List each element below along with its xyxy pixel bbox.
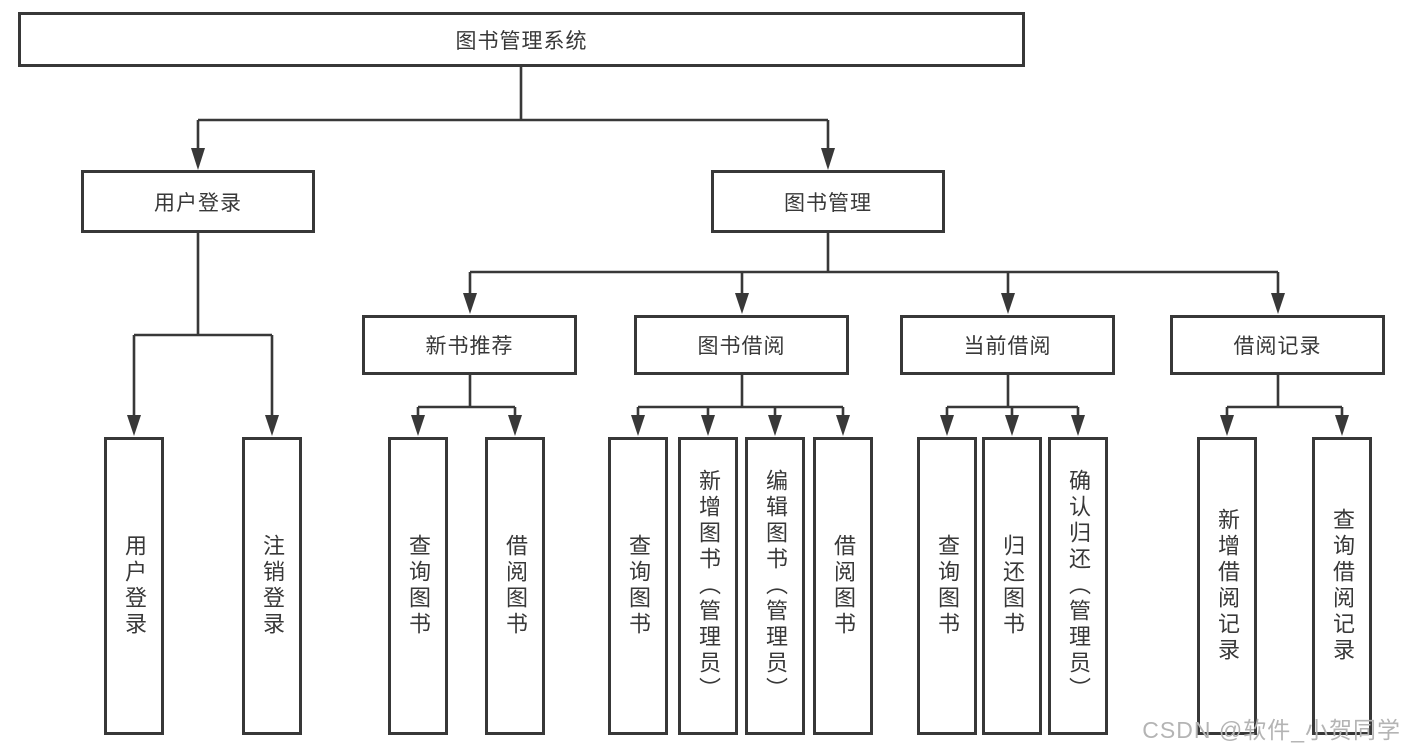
node-book-borrowing: 图书借阅 [634,315,849,375]
leaf-borrow-books-label: 借阅图书 [831,534,856,638]
leaf-edit-books-admin-label: 编辑图书（管理员） [763,469,788,703]
node-borrowing-records-label: 借阅记录 [1233,335,1322,358]
leaf-borrow-books: 借阅图书 [813,437,873,735]
node-user-login-label: 用户登录 [154,191,242,215]
leaf-confirm-return-admin-label: 确认归还（管理员） [1066,469,1091,703]
leaf-add-borrow-record-label: 新增借阅记录 [1215,508,1240,664]
connector-book-borrow-branch [631,375,850,436]
connector-borrow-records-branch [1220,375,1349,436]
leaf-add-borrow-record: 新增借阅记录 [1197,437,1257,735]
leaf-user-login: 用户登录 [104,437,164,735]
leaf-query-books-current-label: 查询图书 [935,534,960,638]
node-current-borrowing: 当前借阅 [900,315,1115,375]
leaf-borrow-books-recommend-label: 借阅图书 [503,534,528,638]
connector-book-mgmt-branch [463,233,1285,314]
leaf-add-books-admin: 新增图书（管理员） [678,437,738,735]
node-root-system: 图书管理系统 [18,12,1025,67]
node-current-borrowing-label: 当前借阅 [963,335,1052,358]
leaf-query-books-current: 查询图书 [917,437,977,735]
node-new-book-recommendation-label: 新书推荐 [425,335,514,358]
leaf-user-login-label: 用户登录 [122,534,147,638]
leaf-query-books-recommend: 查询图书 [388,437,448,735]
leaf-query-books-recommend-label: 查询图书 [406,534,431,638]
leaf-logout: 注销登录 [242,437,302,735]
connector-new-book-rec-branch [411,375,522,436]
connector-user-login-branch [127,233,279,436]
connector-current-borrow-branch [940,375,1085,436]
leaf-add-books-admin-label: 新增图书（管理员） [696,469,721,703]
leaf-query-books-borrowing-label: 查询图书 [626,534,651,638]
node-book-borrowing-label: 图书借阅 [697,335,786,358]
node-book-management: 图书管理 [711,170,945,233]
node-new-book-recommendation: 新书推荐 [362,315,577,375]
leaf-return-books: 归还图书 [982,437,1042,735]
leaf-confirm-return-admin: 确认归还（管理员） [1048,437,1108,735]
connector-root-to-level2 [191,67,835,170]
leaf-query-borrow-record: 查询借阅记录 [1312,437,1372,735]
leaf-query-books-borrowing: 查询图书 [608,437,668,735]
leaf-return-books-label: 归还图书 [1000,534,1025,638]
leaf-logout-label: 注销登录 [260,534,285,638]
leaf-query-borrow-record-label: 查询借阅记录 [1330,508,1355,664]
node-book-management-label: 图书管理 [784,191,872,215]
node-borrowing-records: 借阅记录 [1170,315,1385,375]
leaf-borrow-books-recommend: 借阅图书 [485,437,545,735]
leaf-edit-books-admin: 编辑图书（管理员） [745,437,805,735]
node-user-login: 用户登录 [81,170,315,233]
node-root-system-label: 图书管理系统 [455,29,588,53]
